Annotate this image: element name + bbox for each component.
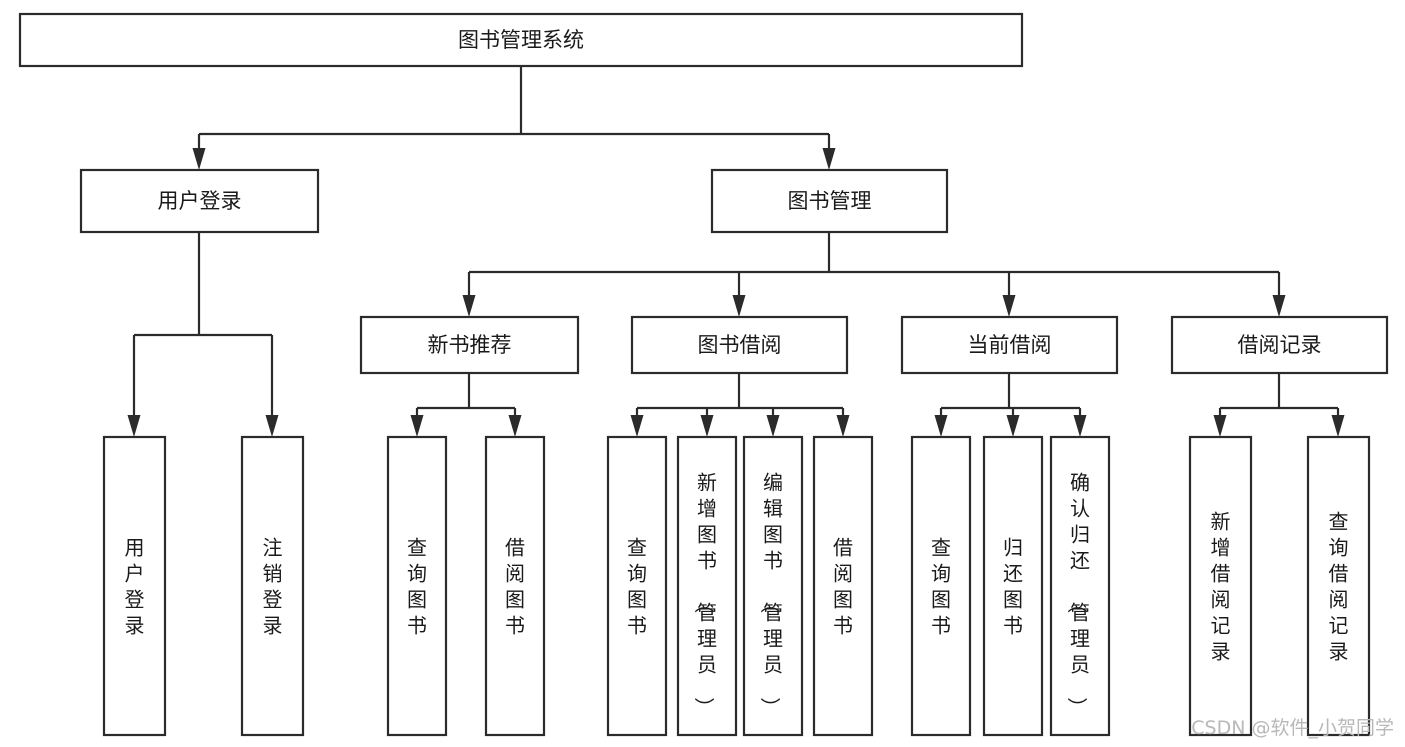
node-label: 新增借阅记录 <box>1211 509 1231 663</box>
node-box[interactable] <box>982 435 1044 737</box>
node-leaf-5[interactable]: 新增图书（管理员） <box>676 435 738 737</box>
node-label: 归还图书 <box>1003 535 1023 637</box>
node-level1-1[interactable]: 图书管理 <box>710 168 949 234</box>
node-leaf-0[interactable]: 用户登录 <box>102 435 167 737</box>
node-leaf-7[interactable]: 借阅图书 <box>812 435 874 737</box>
node-label: 新书推荐 <box>428 333 512 357</box>
node-label: 编辑图书（管理员） <box>758 470 783 717</box>
node-label: 新增图书（管理员） <box>692 470 717 717</box>
node-level1-0[interactable]: 用户登录 <box>79 168 320 234</box>
node-label: 借阅记录 <box>1238 333 1322 357</box>
node-leaf-4[interactable]: 查询图书 <box>606 435 668 737</box>
node-label: 查询借阅记录 <box>1329 509 1349 663</box>
node-box[interactable] <box>900 315 1119 375</box>
node-box[interactable] <box>630 315 849 375</box>
watermark-layer: CSDN @软件_小贺同学 <box>1191 717 1394 739</box>
node-leaf-10[interactable]: 确认归还（管理员） <box>1049 435 1111 737</box>
connector-record-to-leaves <box>1213 373 1345 437</box>
node-box[interactable] <box>79 168 320 234</box>
node-label: 查询图书 <box>627 535 647 637</box>
node-box[interactable] <box>742 435 804 737</box>
node-level2-3[interactable]: 借阅记录 <box>1170 315 1389 375</box>
connectors-layer <box>127 66 1345 437</box>
node-label: 借阅图书 <box>833 535 853 637</box>
node-box[interactable] <box>102 435 167 737</box>
node-label: 确认归还（管理员） <box>1065 470 1090 717</box>
connector-bookmgmt-to-level2 <box>462 232 1286 317</box>
node-leaf-1[interactable]: 注销登录 <box>240 435 305 737</box>
node-label: 注销登录 <box>263 535 283 637</box>
node-box[interactable] <box>1049 435 1111 737</box>
node-leaf-3[interactable]: 借阅图书 <box>484 435 546 737</box>
node-label: 查询图书 <box>407 535 427 637</box>
csdn-watermark: CSDN @软件_小贺同学 <box>1191 717 1394 739</box>
node-root[interactable]: 图书管理系统 <box>18 12 1024 68</box>
connector-login-to-leaves <box>127 232 279 437</box>
node-box[interactable] <box>910 435 972 737</box>
node-label: 图书管理系统 <box>458 28 584 52</box>
connector-current-to-leaves <box>934 373 1087 437</box>
node-level2-1[interactable]: 图书借阅 <box>630 315 849 375</box>
node-box[interactable] <box>710 168 949 234</box>
node-leaf-2[interactable]: 查询图书 <box>386 435 448 737</box>
node-label: 图书管理 <box>788 189 872 213</box>
node-box[interactable] <box>676 435 738 737</box>
node-box[interactable] <box>1170 315 1389 375</box>
node-label: 查询图书 <box>931 535 951 637</box>
nodes-layer: 图书管理系统用户登录图书管理新书推荐图书借阅当前借阅借阅记录用户登录注销登录查询… <box>18 12 1389 737</box>
node-leaf-12[interactable]: 查询借阅记录 <box>1306 435 1371 737</box>
node-box[interactable] <box>18 12 1024 68</box>
node-label: 借阅图书 <box>505 535 525 637</box>
node-label: 用户登录 <box>158 189 242 213</box>
node-leaf-6[interactable]: 编辑图书（管理员） <box>742 435 804 737</box>
node-leaf-8[interactable]: 查询图书 <box>910 435 972 737</box>
node-box[interactable] <box>1306 435 1371 737</box>
node-level2-0[interactable]: 新书推荐 <box>359 315 580 375</box>
connector-newbook-to-leaves <box>410 373 522 437</box>
connector-root-to-level1 <box>192 66 836 170</box>
connector-borrow-to-leaves <box>630 373 850 437</box>
node-level2-2[interactable]: 当前借阅 <box>900 315 1119 375</box>
node-label: 用户登录 <box>125 535 145 637</box>
node-box[interactable] <box>240 435 305 737</box>
node-box[interactable] <box>812 435 874 737</box>
node-label: 当前借阅 <box>968 333 1052 357</box>
node-box[interactable] <box>484 435 546 737</box>
node-label: 图书借阅 <box>698 333 782 357</box>
node-leaf-11[interactable]: 新增借阅记录 <box>1188 435 1253 737</box>
node-box[interactable] <box>606 435 668 737</box>
node-leaf-9[interactable]: 归还图书 <box>982 435 1044 737</box>
node-box[interactable] <box>386 435 448 737</box>
node-box[interactable] <box>1188 435 1253 737</box>
node-box[interactable] <box>359 315 580 375</box>
